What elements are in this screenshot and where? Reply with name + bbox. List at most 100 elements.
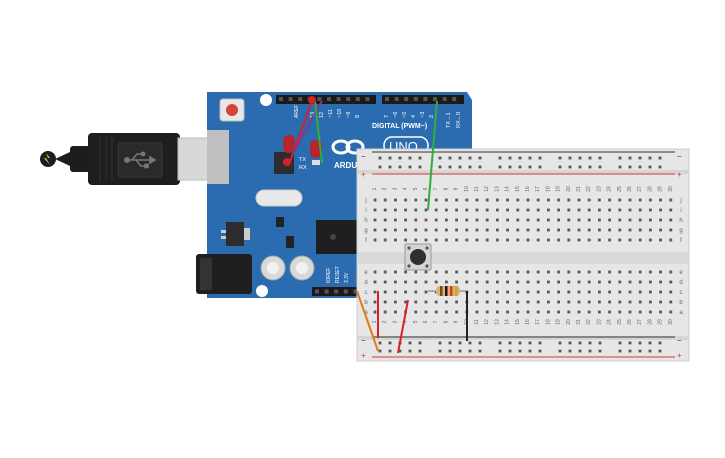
breadboard-hole[interactable]: [526, 310, 530, 314]
breadboard-hole[interactable]: [526, 300, 530, 304]
breadboard-hole[interactable]: [434, 270, 438, 274]
breadboard-hole[interactable]: [628, 310, 632, 314]
breadboard-hole[interactable]: [414, 270, 418, 274]
breadboard-hole[interactable]: [373, 228, 377, 232]
rail-hole[interactable]: [458, 156, 462, 160]
breadboard-hole[interactable]: [649, 300, 652, 304]
wires[interactable]: [283, 96, 468, 354]
breadboard-hole[interactable]: [659, 290, 662, 294]
rail-hole[interactable]: [528, 156, 532, 160]
breadboard-hole[interactable]: [547, 208, 550, 212]
breadboard-hole[interactable]: [383, 208, 387, 212]
breadboard-hole[interactable]: [649, 290, 652, 294]
header-pin[interactable]: [442, 97, 447, 101]
breadboard-hole[interactable]: [465, 208, 469, 212]
rail-hole[interactable]: [538, 156, 542, 160]
breadboard-hole[interactable]: [669, 198, 673, 202]
header-pin[interactable]: [423, 97, 428, 101]
breadboard-hole[interactable]: [669, 218, 673, 222]
rail-hole[interactable]: [448, 165, 452, 169]
breadboard-hole[interactable]: [598, 228, 601, 232]
breadboard-hole[interactable]: [618, 280, 622, 284]
power-pin[interactable]: [315, 289, 319, 294]
header-pin[interactable]: [336, 97, 341, 101]
rail-hole[interactable]: [378, 165, 382, 169]
breadboard-hole[interactable]: [608, 228, 611, 232]
breadboard-hole[interactable]: [638, 290, 642, 294]
breadboard-hole[interactable]: [424, 300, 428, 304]
breadboard-hole[interactable]: [434, 280, 438, 284]
breadboard-hole[interactable]: [536, 198, 540, 202]
breadboard-hole[interactable]: [577, 228, 581, 232]
breadboard-hole[interactable]: [669, 310, 673, 314]
breadboard-hole[interactable]: [608, 238, 611, 242]
breadboard-hole[interactable]: [373, 290, 377, 294]
breadboard-hole[interactable]: [577, 208, 581, 212]
breadboard-hole[interactable]: [659, 228, 662, 232]
breadboard-hole[interactable]: [496, 270, 499, 274]
breadboard-hole[interactable]: [649, 310, 652, 314]
breadboard-hole[interactable]: [618, 218, 622, 222]
header-pin[interactable]: [365, 97, 370, 101]
breadboard-hole[interactable]: [414, 290, 418, 294]
header-pin[interactable]: [433, 97, 437, 101]
breadboard-hole[interactable]: [373, 280, 377, 284]
breadboard-hole[interactable]: [557, 310, 560, 314]
breadboard-hole[interactable]: [373, 238, 377, 242]
breadboard-hole[interactable]: [404, 300, 407, 304]
rail-hole[interactable]: [618, 349, 622, 353]
breadboard-hole[interactable]: [598, 198, 601, 202]
rail-hole[interactable]: [568, 165, 572, 169]
breadboard-hole[interactable]: [567, 310, 571, 314]
breadboard-hole[interactable]: [485, 290, 489, 294]
breadboard-hole[interactable]: [649, 270, 652, 274]
breadboard-hole[interactable]: [373, 270, 377, 274]
breadboard-hole[interactable]: [506, 208, 509, 212]
breadboard-hole[interactable]: [608, 290, 611, 294]
breadboard-hole[interactable]: [557, 228, 560, 232]
breadboard-hole[interactable]: [434, 198, 438, 202]
breadboard-hole[interactable]: [404, 218, 407, 222]
rail-hole[interactable]: [568, 156, 572, 160]
wire-orange[interactable]: [356, 290, 379, 352]
breadboard-hole[interactable]: [608, 310, 611, 314]
breadboard-hole[interactable]: [638, 310, 642, 314]
rail-hole[interactable]: [588, 165, 592, 169]
breadboard-hole[interactable]: [383, 238, 387, 242]
rail-hole[interactable]: [598, 349, 602, 353]
breadboard-hole[interactable]: [526, 208, 530, 212]
breadboard-hole[interactable]: [587, 238, 591, 242]
breadboard-hole[interactable]: [516, 270, 520, 274]
rail-hole[interactable]: [628, 156, 632, 160]
breadboard-hole[interactable]: [577, 238, 581, 242]
breadboard-hole[interactable]: [587, 300, 591, 304]
breadboard-hole[interactable]: [659, 208, 662, 212]
breadboard-hole[interactable]: [547, 270, 550, 274]
breadboard-hole[interactable]: [567, 218, 571, 222]
breadboard-hole[interactable]: [536, 208, 540, 212]
breadboard-hole[interactable]: [567, 290, 571, 294]
breadboard-hole[interactable]: [587, 290, 591, 294]
rail-hole[interactable]: [498, 341, 502, 345]
rail-hole[interactable]: [618, 165, 622, 169]
breadboard-hole[interactable]: [669, 290, 673, 294]
breadboard-hole[interactable]: [455, 208, 458, 212]
breadboard-hole[interactable]: [424, 228, 428, 232]
breadboard-hole[interactable]: [394, 280, 397, 284]
breadboard-hole[interactable]: [485, 238, 489, 242]
header-pin[interactable]: [288, 97, 293, 101]
breadboard-hole[interactable]: [567, 238, 571, 242]
breadboard-hole[interactable]: [455, 280, 458, 284]
rail-hole[interactable]: [398, 349, 402, 353]
breadboard-hole[interactable]: [608, 198, 611, 202]
breadboard-hole[interactable]: [598, 208, 601, 212]
breadboard[interactable]: − + − + − + − + 112233445566778899101011…: [356, 148, 690, 362]
breadboard-hole[interactable]: [455, 228, 458, 232]
breadboard-hole[interactable]: [424, 310, 428, 314]
rail-hole[interactable]: [568, 341, 572, 345]
breadboard-hole[interactable]: [485, 310, 489, 314]
breadboard-hole[interactable]: [455, 238, 458, 242]
breadboard-hole[interactable]: [649, 238, 652, 242]
breadboard-hole[interactable]: [516, 208, 520, 212]
breadboard-hole[interactable]: [496, 280, 499, 284]
